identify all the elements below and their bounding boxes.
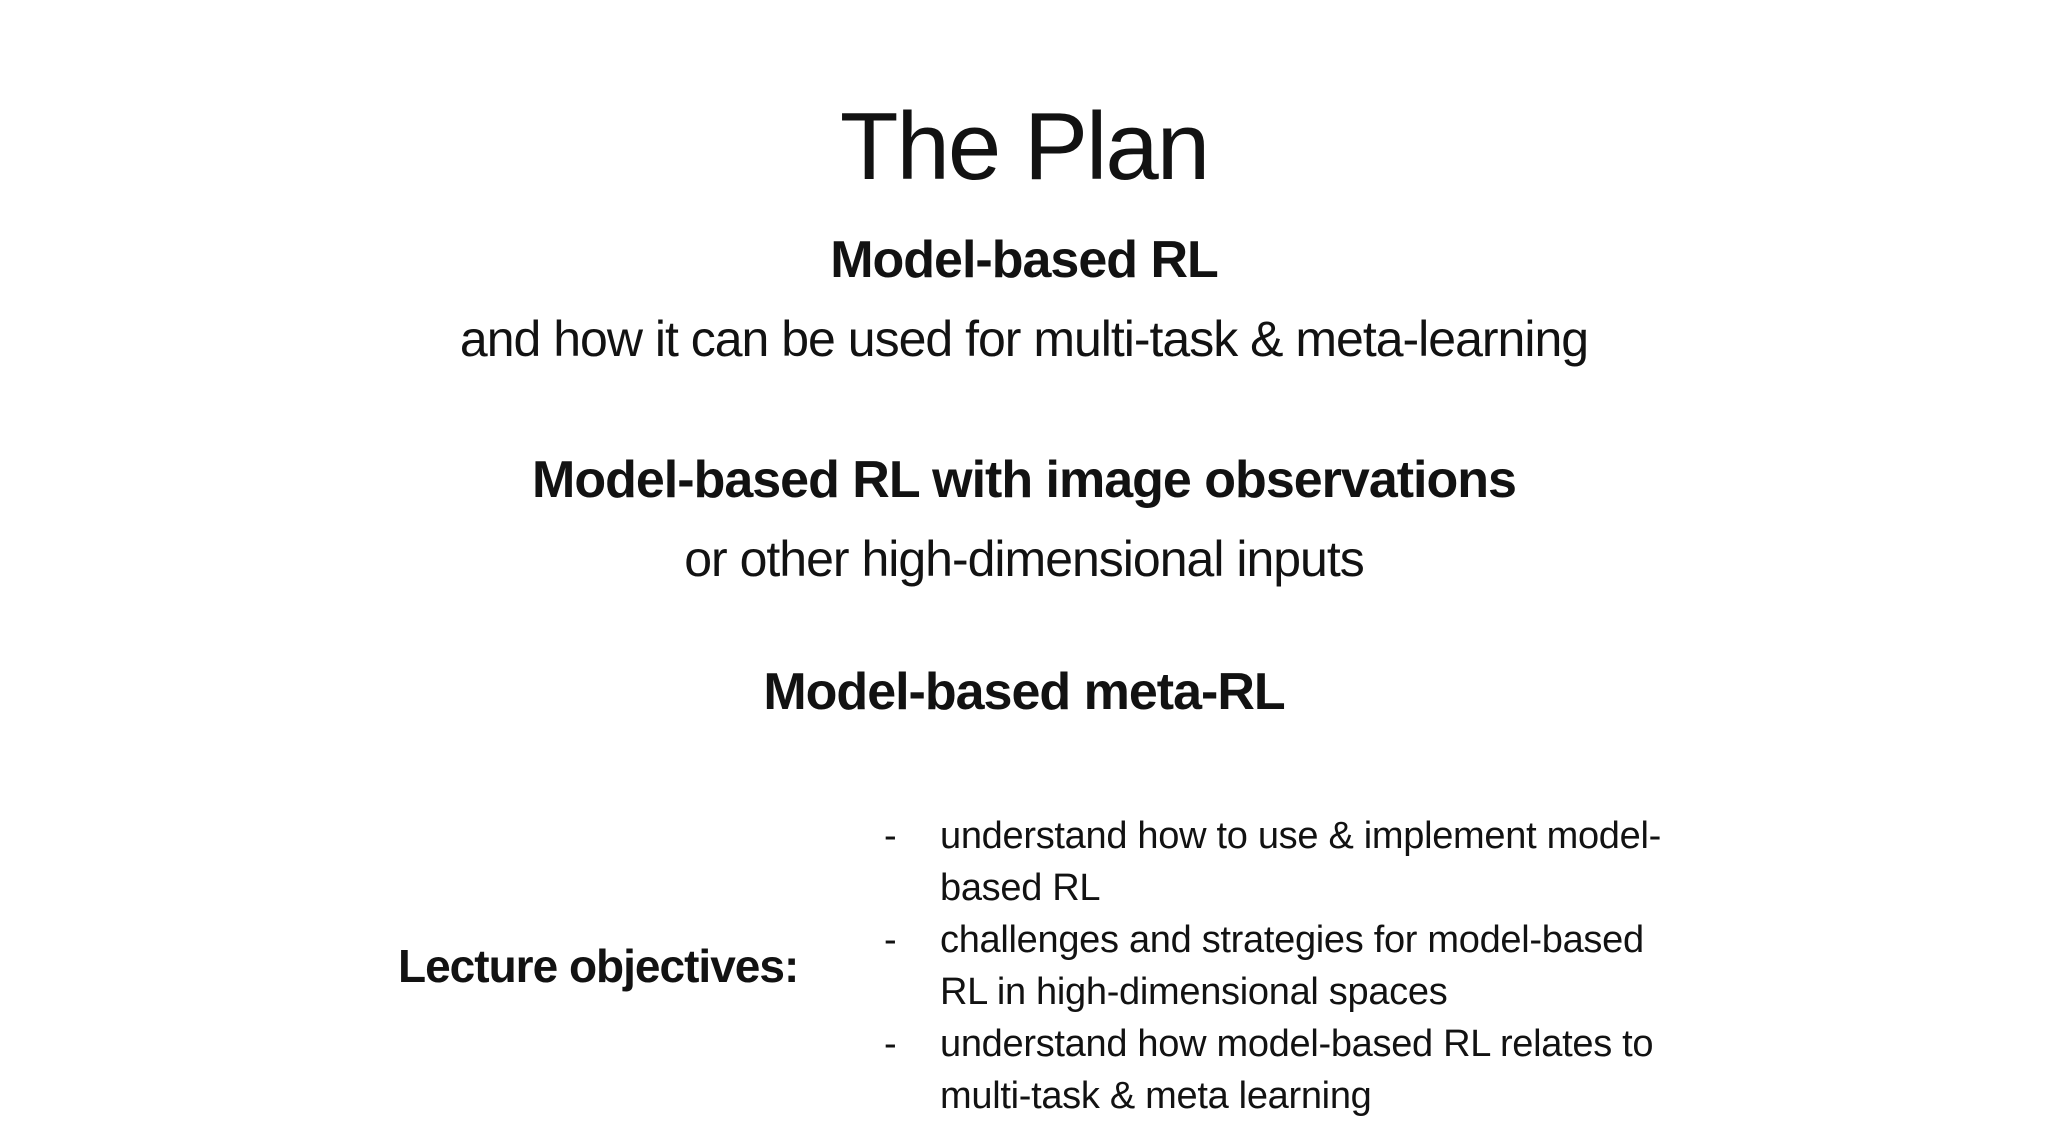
topic-2-subheading: or other high-dimensional inputs — [684, 531, 1365, 587]
objective-text: understand how model-based RL relates to… — [940, 1023, 1654, 1117]
objective-text: understand how to use & implement model-… — [940, 815, 1661, 909]
bullet-marker: - — [884, 1023, 897, 1065]
topic-3-heading: Model-based meta-RL — [763, 663, 1285, 721]
objective-item: - understand how to use & implement mode… — [884, 810, 1670, 914]
topic-1-subheading: and how it can be used for multi-task & … — [459, 311, 1589, 367]
slide-title: The Plan — [839, 93, 1210, 201]
topic-1-heading: Model-based RL — [830, 231, 1219, 289]
bullet-marker: - — [884, 815, 897, 857]
objective-item: - understand how model-based RL relates … — [884, 1018, 1670, 1122]
bullet-marker: - — [884, 919, 897, 961]
lecture-objectives-label: Lecture objectives: — [398, 940, 799, 992]
objective-item: - challenges and strategies for model-ba… — [884, 914, 1670, 1018]
objectives-list: - understand how to use & implement mode… — [884, 810, 1670, 1122]
topic-2-heading: Model-based RL with image observations — [532, 451, 1517, 509]
objective-text: challenges and strategies for model-base… — [940, 919, 1644, 1013]
